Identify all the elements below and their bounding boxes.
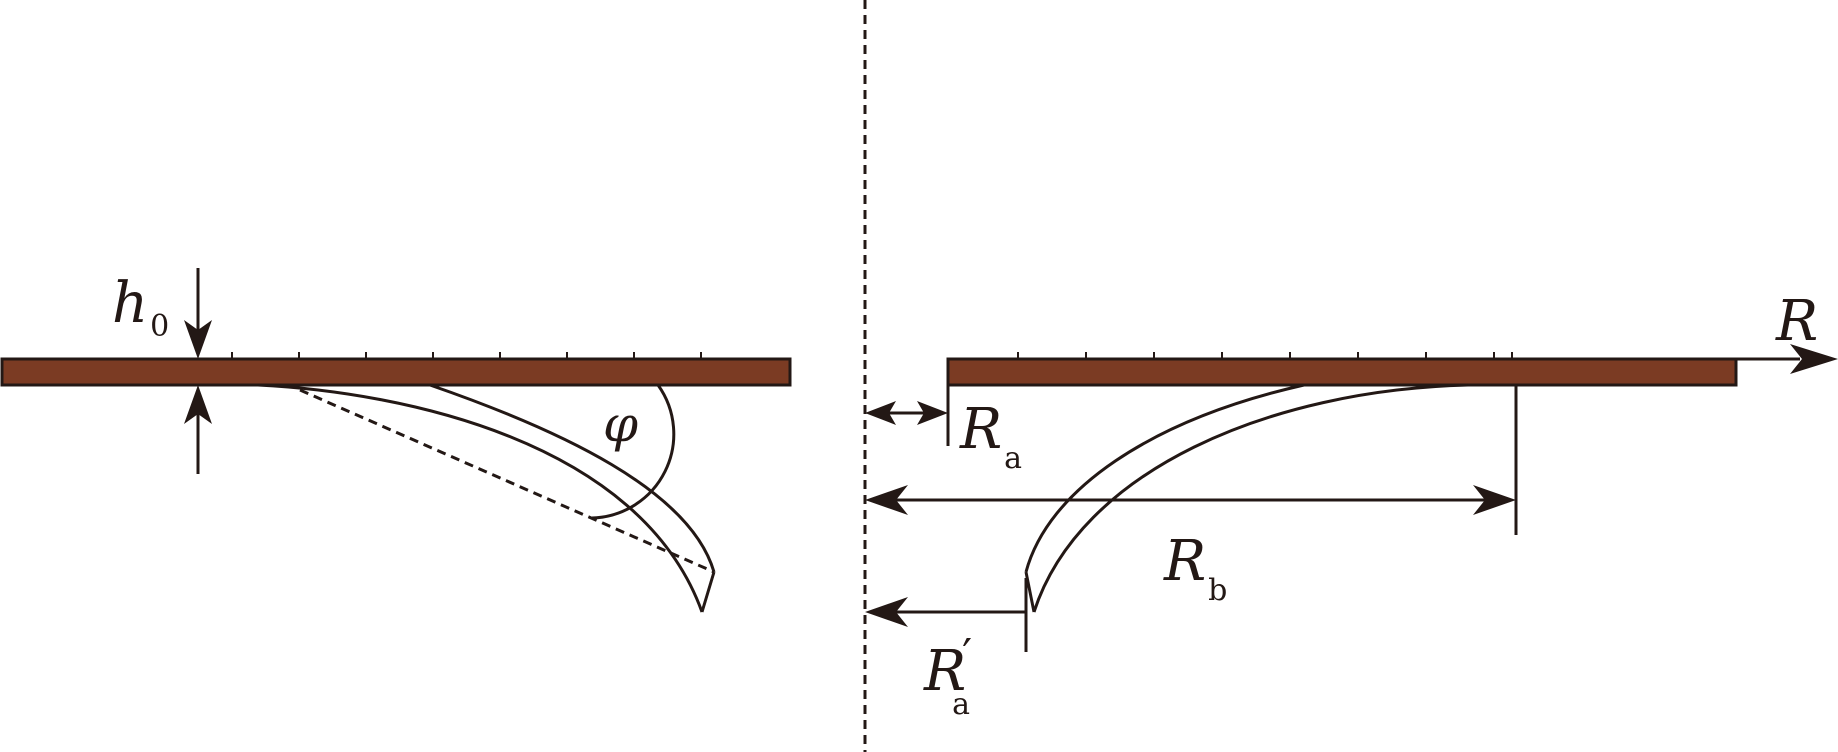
left-flap-chord-line bbox=[299, 388, 715, 574]
inner-radius-label: Ra bbox=[959, 397, 1022, 476]
radius-axis-label: R bbox=[1775, 289, 1818, 354]
thickness-label-main: h bbox=[112, 271, 148, 336]
thickness-label-sub: 0 bbox=[150, 309, 169, 344]
outer-radius-label: Rb bbox=[1163, 529, 1227, 608]
thickness-label: h0 bbox=[112, 271, 169, 344]
inner-radius-label-main: R bbox=[959, 397, 1002, 462]
left-flap-tip bbox=[700, 571, 716, 613]
outer-radius-label-sub: b bbox=[1208, 573, 1227, 608]
right-view: R Ra Rb R′a bbox=[865, 289, 1838, 722]
outer-radius-dim-head-right bbox=[1473, 485, 1516, 515]
inner-radius-dim-head-left bbox=[865, 401, 896, 425]
deformed-radius-label-sub: a bbox=[952, 687, 970, 722]
thickness-arrow-bottom-head bbox=[184, 385, 212, 424]
thickness-arrow-top-head bbox=[184, 320, 212, 359]
inner-radius-dim-head-right bbox=[917, 401, 948, 425]
left-strip-ticks bbox=[231, 352, 702, 359]
left-strip bbox=[0, 357, 792, 387]
deformed-radius-label-main: R bbox=[923, 639, 966, 704]
left-flap-outer-curve bbox=[429, 383, 716, 573]
outer-radius-label-main: R bbox=[1163, 529, 1206, 594]
outer-radius-dim-head-left bbox=[865, 485, 908, 515]
deformed-radius-dim-head bbox=[865, 597, 908, 627]
right-flap-inner-curve bbox=[1032, 383, 1469, 613]
right-strip bbox=[946, 357, 1738, 387]
inner-radius-label-sub: a bbox=[1004, 441, 1022, 476]
deformed-radius-label: R′ a bbox=[923, 630, 972, 722]
left-flap-inner-curve bbox=[257, 383, 704, 613]
right-flap-outer-curve bbox=[1024, 383, 1305, 573]
right-strip-ticks bbox=[1017, 352, 1513, 359]
angle-label: φ bbox=[603, 395, 638, 453]
radius-axis-head bbox=[1790, 344, 1838, 374]
angle-arc bbox=[591, 384, 676, 520]
deformed-radius-label-prime: ′ bbox=[962, 630, 972, 681]
left-view: h0 φ bbox=[0, 268, 792, 613]
